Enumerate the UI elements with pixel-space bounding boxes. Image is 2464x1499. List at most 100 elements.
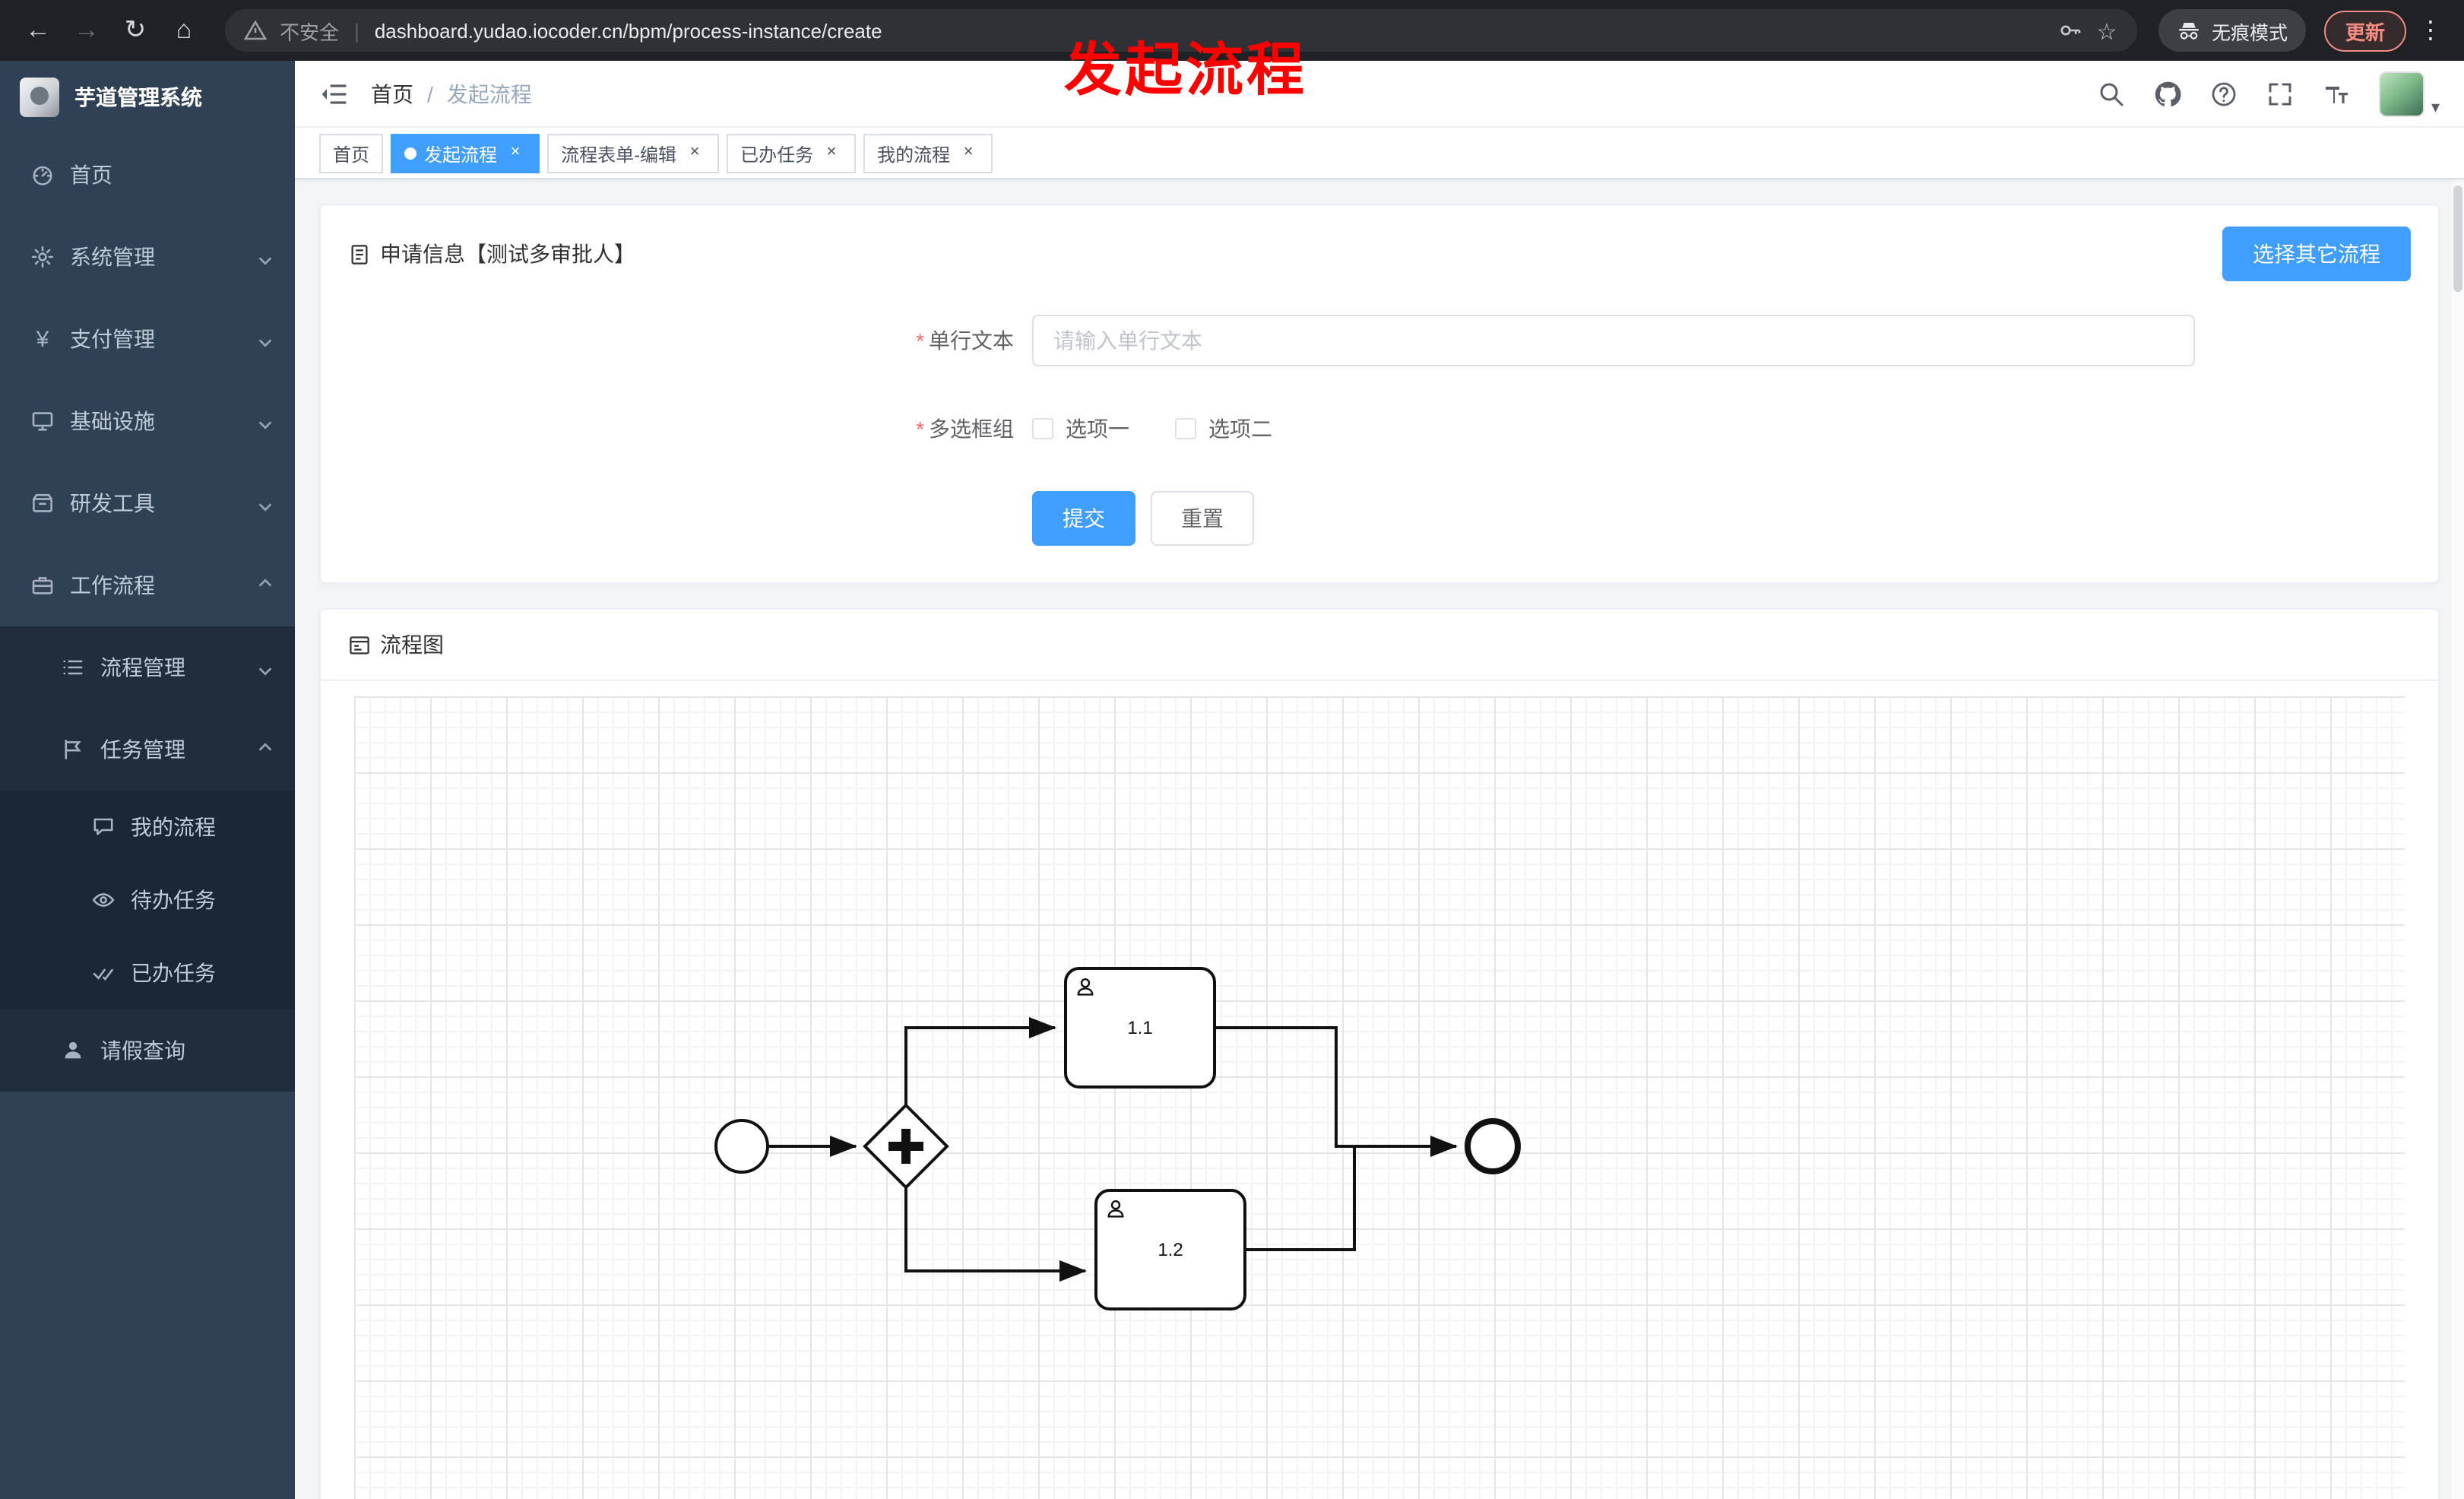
close-icon[interactable]: × [689, 143, 700, 161]
fullscreen-icon[interactable] [2267, 80, 2295, 107]
browser-toolbar: ← → ↻ ⌂ 不安全 | dashboard.yudao.iocoder.cn… [0, 0, 2464, 61]
reset-button[interactable]: 重置 [1151, 491, 1254, 546]
required-mark: * [916, 417, 924, 441]
help-icon[interactable] [2211, 80, 2238, 107]
tab-process-form-edit[interactable]: 流程表单-编辑 × [547, 134, 720, 173]
sidebar-item-leave-query[interactable]: 请假查询 [0, 1009, 295, 1092]
caret-down-icon: ▾ [2431, 98, 2440, 116]
field-label: *单行文本 [916, 328, 1014, 353]
avatar[interactable] [2379, 71, 2425, 116]
toolbox-icon [30, 491, 55, 515]
url-text: dashboard.yudao.iocoder.cn/bpm/process-i… [374, 19, 882, 42]
font-size-icon[interactable] [2323, 80, 2351, 107]
form-card-title: 申请信息【测试多审批人】 [380, 242, 635, 266]
bpmn-user-task-1-2: 1.2 [1094, 1189, 1246, 1310]
sidebar-item-label: 流程管理 [100, 655, 185, 680]
forward-icon[interactable]: → [74, 15, 100, 44]
app-logo[interactable]: 芋道管理系统 [0, 61, 295, 134]
warning-icon [243, 18, 268, 43]
workflow-submenu: 流程管理 任务管理 我的流程 待办任务 [0, 626, 295, 1092]
sidebar: 芋道管理系统 首页 系统管理 ¥ 支付管理 基础设施 [0, 61, 295, 1499]
sidebar-item-payment[interactable]: ¥ 支付管理 [0, 298, 295, 380]
sidebar-item-label: 基础设施 [70, 409, 155, 433]
address-divider: | [354, 19, 359, 42]
breadcrumb-home[interactable]: 首页 [371, 81, 413, 106]
scrollbar-thumb[interactable] [2453, 185, 2462, 292]
checkbox-label: 选项一 [1066, 417, 1129, 441]
yen-icon: ¥ [36, 326, 49, 352]
tab-start-process[interactable]: 发起流程 × [391, 134, 540, 173]
sidebar-item-label: 首页 [70, 163, 112, 187]
sidebar-item-done-tasks[interactable]: 已办任务 [0, 936, 295, 1009]
field-label: *多选框组 [916, 417, 1014, 441]
eye-icon [91, 888, 116, 912]
checkbox-option-2[interactable]: 选项二 [1175, 414, 1272, 444]
search-icon[interactable] [2098, 80, 2126, 107]
task-submenu: 我的流程 待办任务 已办任务 [0, 791, 295, 1009]
chevron-down-icon [257, 413, 274, 429]
sidebar-item-my-processes[interactable]: 我的流程 [0, 791, 295, 864]
submit-button[interactable]: 提交 [1032, 491, 1135, 546]
sidebar-item-system[interactable]: 系统管理 [0, 216, 295, 298]
process-diagram-card: 流程图 [319, 608, 2440, 1499]
browser-menu-icon[interactable]: ⋮ [2418, 18, 2443, 44]
home-icon[interactable]: ⌂ [176, 15, 192, 44]
checkbox-icon[interactable] [1175, 418, 1196, 439]
tab-home[interactable]: 首页 [319, 134, 384, 173]
tab-label: 发起流程 [424, 144, 498, 165]
sidebar-item-process-management[interactable]: 流程管理 [0, 626, 295, 708]
bpmn-canvas[interactable]: 1.1 1.2 [354, 696, 2405, 1499]
sidebar-item-home[interactable]: 首页 [0, 134, 295, 216]
sidebar-item-label: 任务管理 [100, 737, 185, 762]
chevron-down-icon [257, 249, 274, 265]
sidebar-fold-icon[interactable] [319, 78, 350, 109]
sidebar-item-infrastructure[interactable]: 基础设施 [0, 380, 295, 462]
checkbox-option-1[interactable]: 选项一 [1032, 414, 1129, 444]
sidebar-item-label: 待办任务 [131, 888, 216, 912]
required-mark: * [916, 328, 924, 353]
sidebar-item-todo-tasks[interactable]: 待办任务 [0, 864, 295, 936]
bpmn-diagram[interactable]: 1.1 1.2 [354, 696, 2408, 1499]
single-line-text-input[interactable] [1032, 315, 2195, 366]
update-button[interactable]: 更新 [2323, 10, 2406, 51]
tab-done-tasks[interactable]: 已办任务 × [727, 134, 857, 173]
tags-view-bar: 首页 发起流程 × 流程表单-编辑 × 已办任务 × 我的流程 × [295, 128, 2464, 179]
sidebar-item-task-management[interactable]: 任务管理 [0, 708, 295, 791]
star-icon[interactable]: ☆ [2096, 20, 2117, 46]
close-icon[interactable]: × [963, 143, 974, 161]
bpmn-user-task-1-1: 1.1 [1064, 967, 1216, 1089]
tab-label: 我的流程 [877, 144, 951, 165]
address-bar[interactable]: 不安全 | dashboard.yudao.iocoder.cn/bpm/pro… [225, 9, 2137, 52]
breadcrumb: 首页 / 发起流程 [371, 78, 532, 109]
sidebar-item-label: 工作流程 [70, 573, 155, 597]
close-icon[interactable]: × [510, 143, 521, 161]
user-menu[interactable]: ▾ [2379, 71, 2440, 116]
chevron-down-icon [257, 495, 274, 512]
page-content: 申请信息【测试多审批人】 选择其它流程 *单行文本 [295, 179, 2464, 1499]
svg-text:1.2: 1.2 [1158, 1240, 1183, 1260]
chevron-up-icon [257, 577, 274, 594]
incognito-label: 无痕模式 [2211, 22, 2288, 43]
sidebar-item-label: 请假查询 [100, 1038, 185, 1063]
active-dot [404, 147, 417, 160]
back-icon[interactable]: ← [25, 15, 51, 44]
sidebar-item-label: 我的流程 [131, 815, 216, 839]
diagram-icon [348, 633, 371, 656]
close-icon[interactable]: × [826, 143, 837, 161]
monitor-icon [30, 409, 55, 433]
checkbox-group: 选项一 选项二 [1032, 403, 1272, 455]
person-icon [61, 1038, 85, 1063]
checkbox-icon[interactable] [1032, 418, 1053, 439]
clipboard-icon [61, 737, 85, 762]
sidebar-item-devtools[interactable]: 研发工具 [0, 462, 295, 544]
sidebar-item-workflow[interactable]: 工作流程 [0, 544, 295, 626]
refresh-icon[interactable]: ↻ [124, 15, 147, 44]
select-other-process-button[interactable]: 选择其它流程 [2222, 227, 2411, 281]
key-icon[interactable] [2058, 18, 2082, 43]
tab-my-processes[interactable]: 我的流程 × [863, 134, 993, 173]
github-icon[interactable] [2155, 80, 2182, 107]
scrollbar[interactable] [2452, 179, 2464, 1499]
sidebar-item-label: 已办任务 [131, 961, 216, 985]
incognito-icon [2177, 18, 2201, 43]
